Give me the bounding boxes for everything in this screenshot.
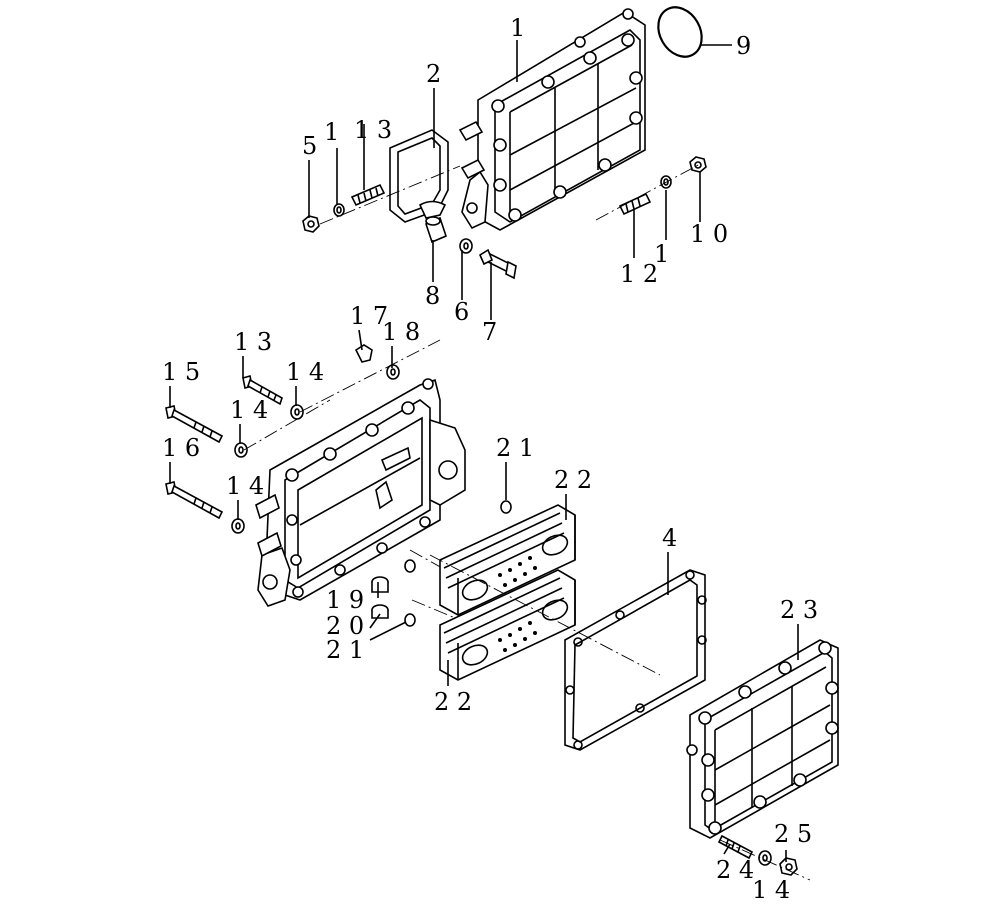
callout-14-a: 1 4 [286,358,324,386]
callout-22-lower: 2 2 [434,688,472,716]
callout-14-bottom: 1 4 [752,876,790,904]
housing-left-bolts [165,339,441,534]
upper-right-fasteners [595,156,707,221]
callout-9: 9 [736,32,751,60]
callout-21-upper: 2 1 [496,434,534,462]
callout-13-lower: 1 3 [234,328,272,356]
callout-1: 1 [510,14,525,42]
part-4-gasket [429,554,707,751]
callout-12: 1 2 [620,260,658,288]
part-9-o-ring [657,6,703,58]
part-2-bracket [389,129,449,223]
callout-4: 4 [662,524,677,552]
main-housing [255,378,466,607]
part-23-cover-plate [686,639,839,839]
callout-16: 1 6 [162,434,200,462]
callout-7: 7 [482,318,497,346]
callout-6: 6 [454,298,469,326]
callout-13-upper: 1 3 [354,116,392,144]
callout-20: 2 0 [326,612,364,640]
callout-14-b: 1 4 [230,396,268,424]
lower-right-fasteners [717,834,811,881]
upper-left-fasteners [302,165,461,233]
callout-1-washer: 1 [324,118,339,146]
callout-8: 8 [425,282,440,310]
callout-18: 1 8 [382,318,420,346]
upper-bottom-fasteners [425,216,517,280]
callout-23: 2 3 [780,596,818,624]
callout-14-c: 1 4 [226,472,264,500]
callout-19: 1 9 [326,586,364,614]
callout-22-upper: 2 2 [554,466,592,494]
callout-15: 1 5 [162,358,200,386]
callout-11: 1 [654,240,669,268]
callout-10: 1 0 [690,220,728,248]
callout-17: 1 7 [350,302,388,330]
callout-25: 2 5 [774,820,812,848]
callout-5: 5 [302,132,317,160]
callout-21-lower: 2 1 [326,636,364,664]
callout-labels: 1 2 1 3 5 1 8 6 7 9 1 0 1 1 2 1 7 1 8 1 … [162,14,818,904]
callout-2: 2 [426,60,441,88]
leader-lines [169,40,799,862]
part-1-cover-plate [461,8,646,231]
part-22-cooler-elements [439,504,576,681]
callout-24: 2 4 [716,856,754,884]
upper-pins [458,120,486,180]
